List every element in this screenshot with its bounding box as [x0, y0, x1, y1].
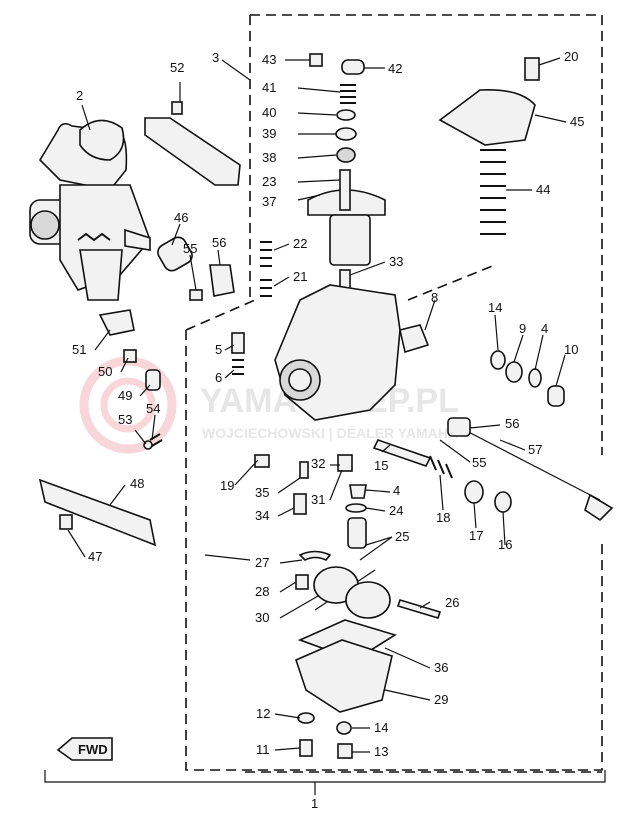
leader-lines	[67, 57, 567, 753]
label-24: 24	[389, 503, 403, 518]
label-43: 43	[262, 52, 276, 67]
label-17: 17	[469, 528, 483, 543]
small-springs	[260, 241, 272, 297]
label-14: 14	[488, 300, 502, 315]
label-26: 26	[445, 595, 459, 610]
label-44: 44	[536, 182, 550, 197]
label-46: 46	[174, 210, 188, 225]
label-27: 27	[255, 555, 269, 570]
label-28: 28	[255, 584, 269, 599]
label-32: 32	[311, 456, 325, 471]
label-57: 57	[528, 442, 542, 457]
needle-stack-parts	[309, 53, 365, 163]
carburetor-body-part	[274, 284, 430, 421]
piston-valve-part	[307, 169, 386, 306]
label-50: 50	[98, 364, 112, 379]
label-20: 20	[564, 49, 578, 64]
label-9: 9	[519, 321, 526, 336]
label-14b: 14	[374, 720, 388, 735]
top-cover-parts	[438, 57, 540, 235]
label-56b: 56	[505, 416, 519, 431]
label-30: 30	[255, 610, 269, 625]
label-34: 34	[255, 508, 269, 523]
label-25: 25	[395, 529, 409, 544]
label-55: 55	[183, 241, 197, 256]
watermark-sub-text: WOJCIECHOWSKI | DEALER YAMAHA	[202, 425, 458, 441]
label-8: 8	[431, 290, 438, 305]
label-47: 47	[88, 549, 102, 564]
label-6: 6	[215, 370, 222, 385]
float-bowl-parts	[295, 619, 397, 759]
label-36: 36	[434, 660, 448, 675]
label-38: 38	[262, 150, 276, 165]
label-3: 3	[212, 50, 219, 65]
label-4b: 4	[541, 321, 548, 336]
label-51: 51	[72, 342, 86, 357]
label-41: 41	[262, 80, 276, 95]
label-37: 37	[262, 194, 276, 209]
label-5: 5	[215, 342, 222, 357]
label-52: 52	[170, 60, 184, 75]
label-12: 12	[256, 706, 270, 721]
label-45: 45	[570, 114, 584, 129]
fwd-label: FWD	[78, 742, 108, 757]
label-13: 13	[374, 744, 388, 759]
label-33: 33	[389, 254, 403, 269]
label-49: 49	[118, 388, 132, 403]
float-parts	[295, 550, 442, 619]
label-1: 1	[311, 796, 318, 811]
upper-boundary	[249, 14, 603, 455]
label-40: 40	[262, 105, 276, 120]
label-35: 35	[255, 485, 269, 500]
label-22: 22	[293, 236, 307, 251]
label-48: 48	[130, 476, 144, 491]
assembly-bracket	[44, 770, 606, 795]
label-11: 11	[256, 742, 270, 757]
label-19: 19	[220, 478, 234, 493]
top-bracket-part	[144, 101, 241, 186]
carburetor-assembly-part	[29, 119, 151, 301]
label-55b: 55	[472, 455, 486, 470]
label-2: 2	[76, 88, 83, 103]
label-56: 56	[212, 235, 226, 250]
label-10: 10	[564, 342, 578, 357]
label-54: 54	[146, 401, 160, 416]
label-23: 23	[262, 174, 276, 189]
label-42: 42	[388, 61, 402, 76]
screws-5-6	[231, 332, 245, 375]
label-15: 15	[374, 458, 388, 473]
lower-boundary	[185, 299, 603, 773]
label-16: 16	[498, 537, 512, 552]
left-bracket-parts	[38, 309, 163, 547]
label-39: 39	[262, 126, 276, 141]
label-53: 53	[118, 412, 132, 427]
label-21: 21	[293, 269, 307, 284]
label-29: 29	[434, 692, 448, 707]
label-31: 31	[311, 492, 325, 507]
label-4: 4	[393, 483, 400, 498]
cable-parts-left	[157, 236, 235, 301]
part-labels: 2 3 52 43 42 41 40 39 38 23 37 20 45 44 …	[72, 49, 584, 759]
forward-arrow-icon: FWD	[56, 737, 113, 761]
label-18: 18	[436, 510, 450, 525]
